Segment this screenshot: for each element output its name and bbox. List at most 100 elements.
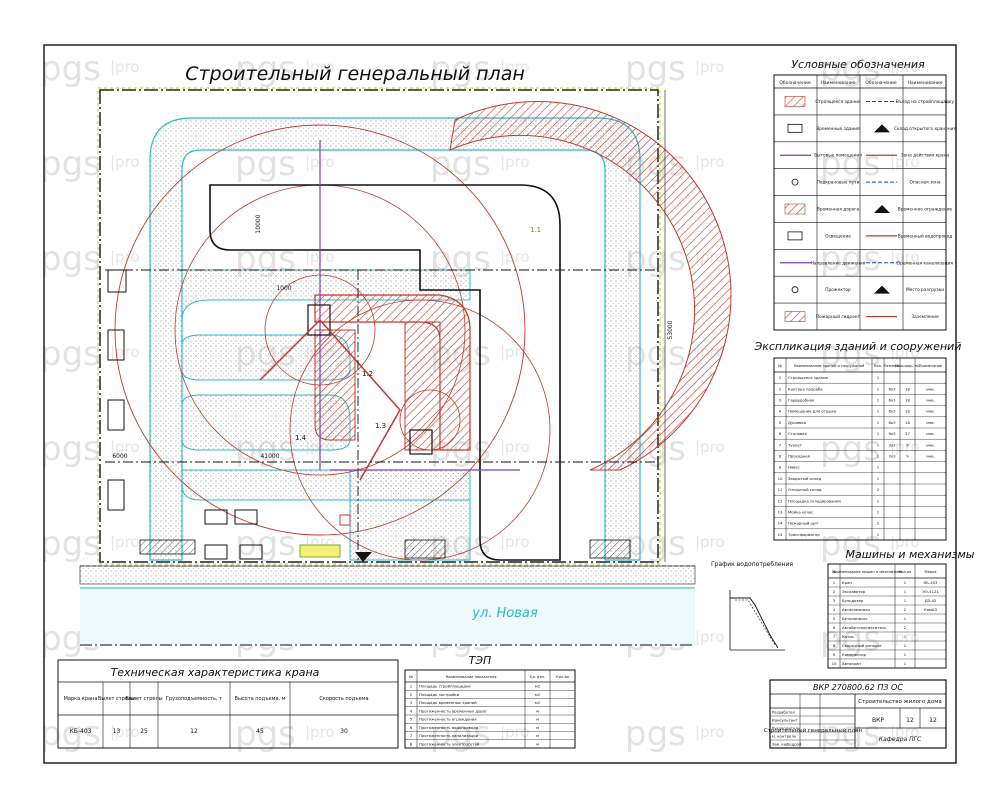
- explication-cell: 1: [877, 420, 880, 425]
- tep-cell: 1: [410, 684, 413, 689]
- crane-sector-line: [259, 318, 401, 481]
- watermark-brand: pgs: [820, 714, 881, 754]
- legend-symbol: [787, 231, 803, 241]
- explication-cell: Проходная: [788, 454, 810, 459]
- tep-cell: 5: [410, 717, 413, 722]
- tep-cell: Протяженность электросетей: [419, 741, 480, 746]
- legend-item-label: Временный водопровод: [898, 232, 952, 239]
- watermark-brand: pgs: [625, 714, 686, 754]
- crane-spec-value-cell: КБ-403: [70, 728, 92, 735]
- crane-spec-header-cell: Грузоподъемность, т: [166, 696, 222, 702]
- legend-symbol: [874, 124, 890, 133]
- watermark-brand: pgs: [40, 239, 101, 279]
- watermark-suffix: |pro: [500, 533, 530, 551]
- explication-cell: инв.: [926, 431, 934, 436]
- tep-header-cell: Наименование показателя: [446, 675, 497, 679]
- watermark-brand: pgs: [820, 524, 881, 564]
- stamp-sheets: 12: [929, 717, 937, 724]
- building-under-construction: [404, 321, 441, 451]
- watermark-suffix: |pro: [890, 58, 920, 76]
- explication-cell: 9: [779, 465, 782, 470]
- building-label: 1.2: [362, 370, 373, 378]
- explication-cell: 3х3: [888, 442, 896, 447]
- crane-spec-block: Техническая характеристика крана Марка к…: [57, 659, 399, 749]
- machines-cell: 2: [904, 607, 907, 612]
- stamp-role: Консультант: [772, 718, 799, 723]
- tep-cell: м: [536, 725, 539, 730]
- sheet-frame: [43, 44, 957, 764]
- site-fence: [99, 89, 659, 563]
- watermark-brand: pgs: [235, 144, 296, 184]
- explication-cell: инв.: [926, 442, 934, 447]
- machines-cell: Каток: [842, 634, 855, 639]
- tep-cell: Протяженность ограждения: [419, 717, 477, 722]
- machines-cell: 8: [833, 643, 836, 648]
- legend-item-label: Освещение: [825, 233, 851, 239]
- legend-symbol: [791, 286, 799, 294]
- stamp-org: Кафедра ПГС: [879, 736, 922, 743]
- explication-cell: 1: [877, 498, 880, 503]
- watermark-brand: pgs: [235, 49, 296, 89]
- explication-cell: Трансформатор: [787, 532, 820, 537]
- explication-cell: 6х3: [888, 398, 896, 403]
- watermark-suffix: |pro: [890, 343, 920, 361]
- explication-cell: Площадка складирования: [788, 498, 841, 503]
- legend-item-label: Подкрановые пути: [817, 180, 860, 186]
- explication-header-cell: №: [778, 364, 782, 368]
- machines-cell: Экскаватор: [842, 589, 866, 594]
- explication-cell: инв.: [926, 386, 934, 391]
- machines-cell: Сварочный аппарат: [842, 643, 883, 648]
- explication-cell: 1: [877, 386, 880, 391]
- watermark-brand: pgs: [40, 144, 101, 184]
- legend-item-label: Временная дорога: [817, 207, 860, 213]
- watermark-suffix: |pro: [890, 153, 920, 171]
- crane-spec-value-cell: 12: [190, 728, 198, 735]
- watermark-suffix: |pro: [500, 438, 530, 456]
- crane-spec-value-cell: 25: [140, 728, 148, 735]
- tep-header-cell: Кол-во: [556, 675, 569, 679]
- crane-base: [409, 429, 433, 455]
- tep-cell: Протяженность канализации: [419, 733, 479, 738]
- explication-cell: 1: [877, 442, 880, 447]
- watermark-suffix: |pro: [110, 343, 140, 361]
- explication-cell: Контора прораба: [788, 386, 823, 391]
- explication-header-cell: Кол.: [874, 364, 882, 368]
- machines-cell: Компрессор: [842, 652, 867, 657]
- title-stamp: ВКР 270800.62 ПЗ ОС Строительство жилого…: [764, 679, 947, 749]
- legend-symbol: [874, 285, 890, 294]
- watermark-suffix: |pro: [110, 58, 140, 76]
- machines-cell: 1: [833, 580, 836, 585]
- temporary-building: [234, 509, 258, 525]
- explication-cell: 7: [779, 442, 782, 447]
- temporary-building: [204, 509, 228, 525]
- building-label: 1.3: [375, 422, 386, 430]
- legend-item-label: Бытовые помещения: [814, 153, 862, 159]
- explication-cell: 1: [877, 476, 880, 481]
- watermark-brand: pgs: [235, 714, 296, 754]
- stamp-sheet: 12: [906, 717, 914, 724]
- explication-cell: Помещение для отдыха: [788, 409, 836, 414]
- machines-cell: 2: [904, 643, 907, 648]
- machines-cell: 10: [832, 661, 837, 666]
- legend-item-label: Пожарный гидрант: [816, 313, 861, 320]
- tep-header-cell: Ед. изм.: [530, 675, 545, 679]
- explication-cell: Навес: [788, 465, 800, 470]
- explication-cell: 1: [877, 454, 880, 459]
- legend-symbol: [791, 178, 799, 186]
- watermark-suffix: |pro: [500, 248, 530, 266]
- machines-cell: 4: [833, 607, 836, 612]
- machines-header-cell: №: [832, 570, 836, 574]
- machines-cell: 2: [904, 625, 907, 630]
- legend-item-label: Временное ограждение: [898, 207, 953, 213]
- watermark-suffix: |pro: [695, 723, 725, 741]
- machines-title: Машины и механизмы: [846, 548, 975, 561]
- water-graph: График водопотребления: [711, 561, 793, 651]
- tep-cell: Протяженность временных дорог: [419, 708, 487, 713]
- crane-spec-value-cell: 30: [340, 728, 348, 735]
- watermark-brand: pgs: [820, 49, 881, 89]
- machines-table: [827, 563, 947, 669]
- legend-item-label: Строящееся здание: [815, 99, 861, 105]
- fire-hydrant-icon: [339, 514, 351, 526]
- legend-item-label: Место разгрузки: [906, 287, 944, 293]
